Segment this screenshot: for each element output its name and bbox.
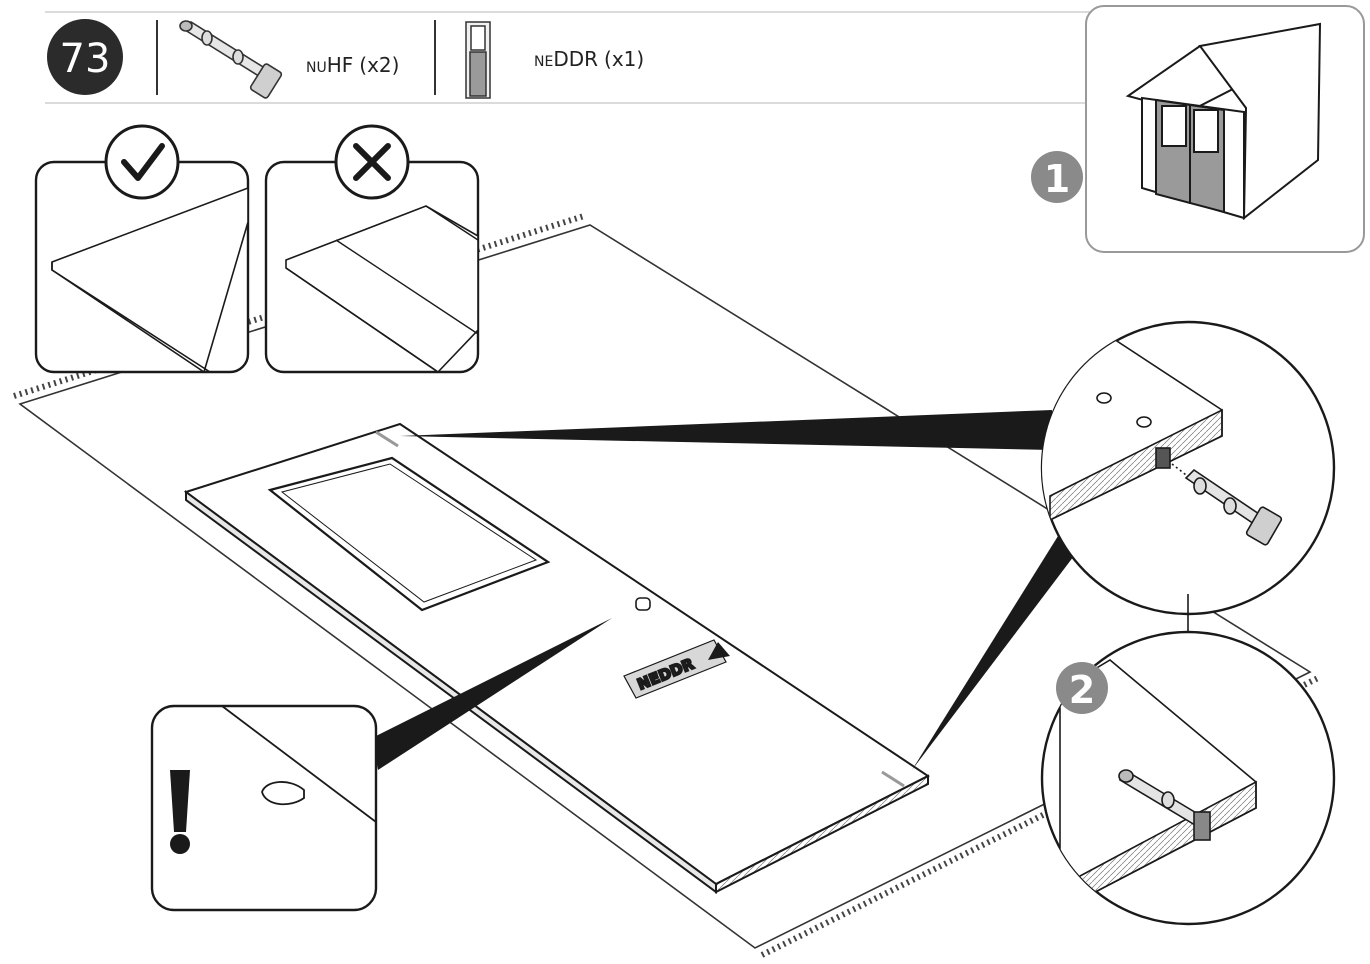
part-neddr-label: NEDDR(x1) bbox=[534, 47, 644, 71]
step-badge-2: 2 bbox=[1056, 662, 1108, 714]
warning-detail-panel bbox=[150, 704, 378, 912]
part-nuhf-label: NUHF(x2) bbox=[306, 53, 399, 77]
pin-insert-detail bbox=[1040, 320, 1336, 616]
exclamation-icon bbox=[170, 770, 190, 854]
door-panel: NEDDR bbox=[183, 422, 930, 894]
correct-orientation-panel bbox=[34, 124, 250, 374]
wrong-orientation-panel bbox=[264, 124, 480, 374]
pin-inserted-detail: 2 bbox=[1040, 594, 1336, 926]
step-number-badge: 73 bbox=[47, 19, 123, 95]
handle-hole bbox=[635, 597, 651, 611]
shed-overview-panel: 1 bbox=[1031, 5, 1365, 253]
header-bar: 73 NUHF(x2) NEDDR(x1) bbox=[45, 11, 1090, 104]
callout-wedges bbox=[372, 410, 1086, 770]
shed-icon bbox=[1125, 22, 1322, 221]
step-badge-1: 1 bbox=[1031, 151, 1083, 203]
svg-text:2: 2 bbox=[1069, 668, 1095, 712]
door-part-icon bbox=[465, 21, 491, 99]
step-number: 73 bbox=[60, 36, 111, 82]
svg-text:1: 1 bbox=[1044, 157, 1070, 201]
check-icon bbox=[121, 143, 165, 181]
handle-hole-detail bbox=[261, 781, 305, 806]
arrow-up-icon bbox=[708, 642, 730, 660]
cross-icon bbox=[353, 143, 391, 181]
pin-part-icon bbox=[179, 20, 283, 99]
